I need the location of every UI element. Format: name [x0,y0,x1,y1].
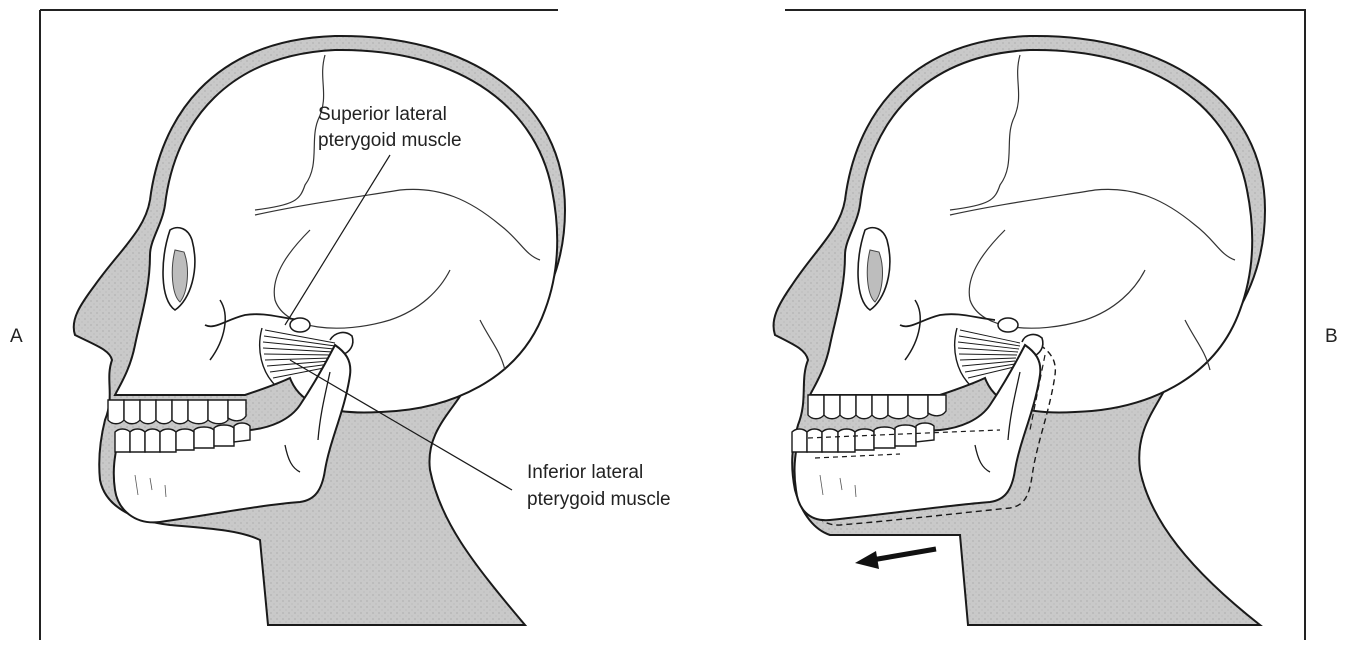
panel-a-superior-label-line1: Superior lateral [318,104,447,125]
panel-b: B [774,10,1338,640]
panel-a-label: A [10,326,23,347]
panel-a: Superior lateral pterygoid muscle Inferi… [10,10,671,640]
panel-a-superior-label-line2: pterygoid muscle [318,130,462,151]
panel-a-inferior-label-line2: pterygoid muscle [527,489,671,510]
panel-a-upper-teeth [108,400,246,424]
panel-a-inferior-label-line1: Inferior lateral [527,462,643,483]
panel-b-protrusion-arrow [855,549,936,569]
panel-a-articular-disc [290,318,310,332]
panel-b-upper-teeth [808,395,946,419]
panel-b-label: B [1325,326,1338,347]
panel-b-articular-disc [998,318,1018,332]
